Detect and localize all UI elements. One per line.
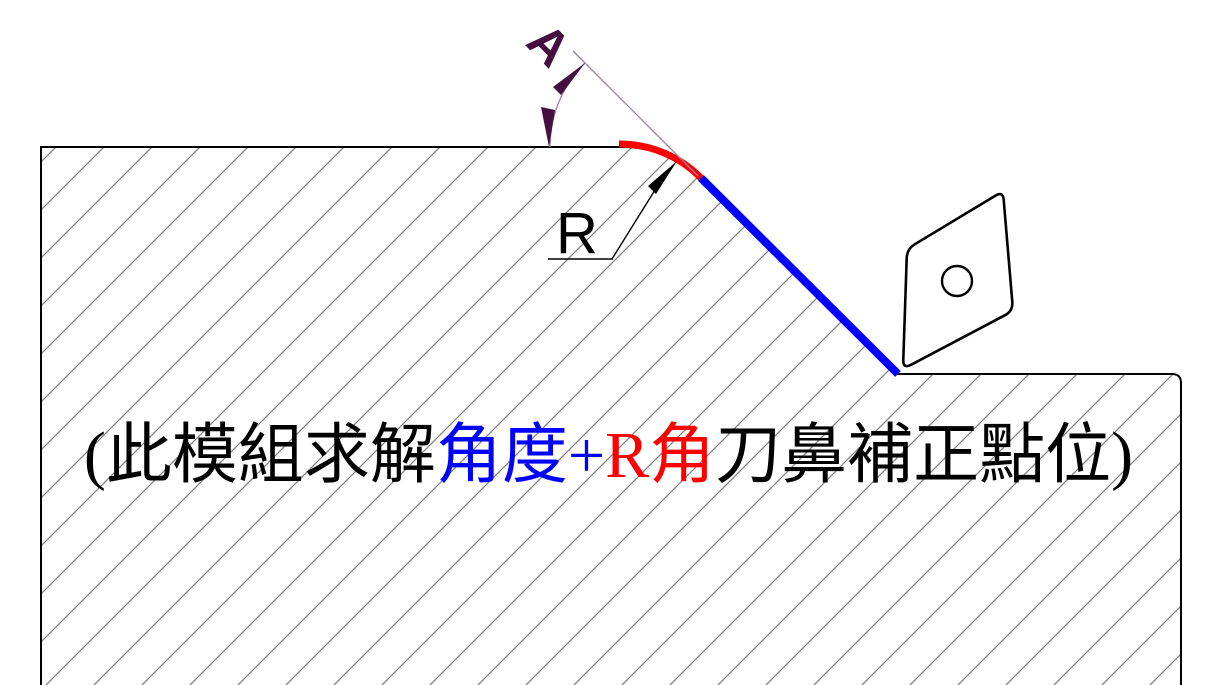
radius-leader-line [611,189,656,260]
radius-leader-arrowhead-icon [648,161,677,194]
radius-dimension-label: R [556,201,598,266]
angle-dimension-arc [549,62,586,148]
caption-segment-black-2: 刀鼻補正點位) [715,419,1134,492]
chamfer-line-highlight [698,175,901,377]
angle-extension-line [572,50,699,177]
caption-segment-black-1: (此模組求解 [83,419,436,492]
tool-insert-hole [940,264,974,298]
caption-text: (此模組求解角度+R角刀鼻補正點位) [0,418,1217,494]
caption-segment-red-radius: R角 [605,419,716,492]
workpiece-hatched-body [40,145,1182,685]
angle-arrowhead-bottom-icon [541,107,555,147]
caption-segment-blue-angle: 角度+ [435,419,606,492]
angle-arrowhead-top-icon [553,63,585,95]
